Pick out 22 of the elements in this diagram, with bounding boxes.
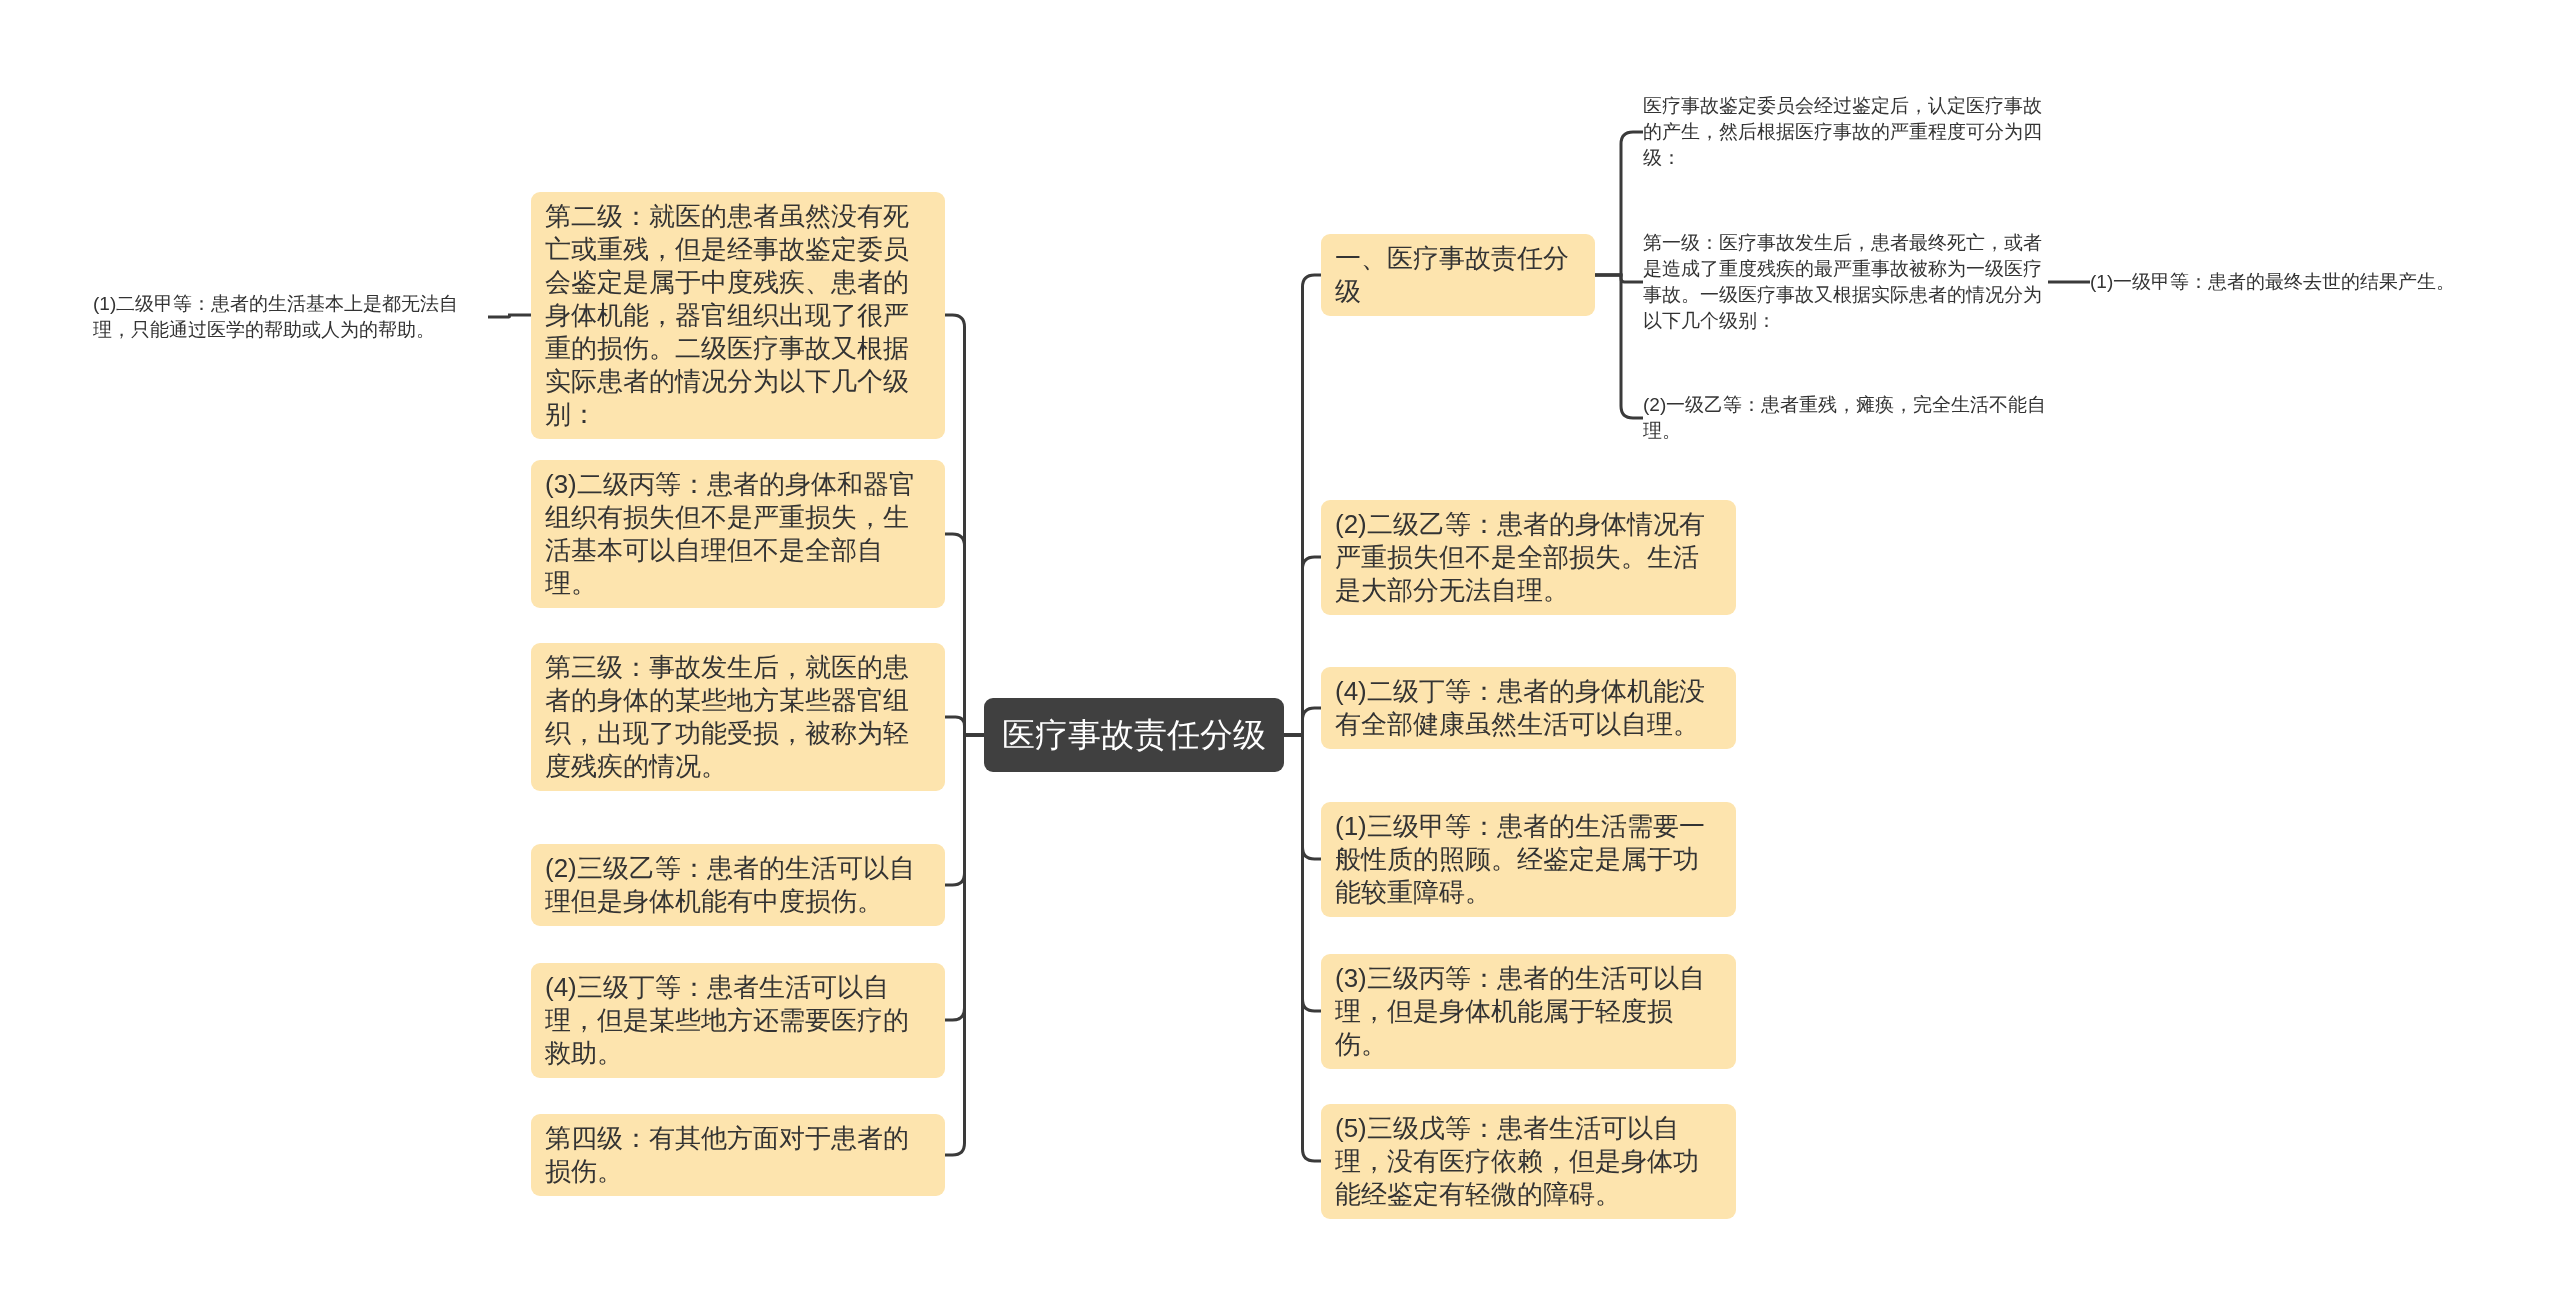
topic-text: 第一级：医疗事故发生后，患者最终死亡，或者是造成了重度残疾的最严重事故被称为一级医疗事故。一级医疗事故又根据实际患者的情况分为以下几个级别：	[1643, 231, 2043, 333]
central-topic: 医疗事故责任分级	[984, 698, 1284, 772]
connector-line	[1284, 733, 1321, 1163]
topic-box: 一、医疗事故责任分级	[1321, 234, 1595, 316]
topic-box: (3)三级丙等：患者的生活可以自理，但是身体机能属于轻度损伤。	[1321, 953, 1736, 1069]
topic-box: 第三级：事故发生后，就医的患者的身体的某些地方某些器官组织，出现了功能受损，被称为轻度残疾的情况。	[531, 643, 945, 791]
topic-box: (4)三级丁等：患者生活可以自理，但是某些地方还需要医疗的救助。	[531, 962, 945, 1078]
topic-box: (2)二级乙等：患者的身体情况有严重损失但不是全部损失。生活是大部分无法自理。	[1321, 499, 1736, 615]
topic-box: (4)二级丁等：患者的身体机能没有全部健康虽然生活可以自理。	[1321, 667, 1736, 749]
topic-text: 医疗事故鉴定委员会经过鉴定后，认定医疗事故的产生，然后根据医疗事故的严重程度可分为四级：	[1643, 94, 2043, 170]
topic-text: (1)一级甲等：患者的最终去世的结果产生。	[2090, 270, 2457, 294]
topic-text: (1)二级甲等：患者的生活基本上是都无法自理，只能通过医学的帮助或人为的帮助。	[93, 292, 460, 342]
connector-line	[945, 733, 984, 1157]
topic-box: 第四级：有其他方面对于患者的损伤。	[531, 1114, 945, 1196]
topic-box: (2)三级乙等：患者的生活可以自理但是身体机能有中度损伤。	[531, 844, 945, 926]
topic-box: 第二级：就医的患者虽然没有死亡或重残，但是经事故鉴定委员会鉴定是属于中度残疾、患者的身体机能，器官组织出现了很严重的损伤。二级医疗事故又根据实际患者的情况分为以下几个级别：	[531, 191, 945, 439]
topic-box: (1)三级甲等：患者的生活需要一般性质的照顾。经鉴定是属于功能较重障碍。	[1321, 801, 1736, 917]
topic-box: (3)二级丙等：患者的身体和器官组织有损失但不是严重损失，生活基本可以自理但不是全部自理。	[531, 460, 945, 608]
connector-line	[2048, 280, 2090, 284]
topic-box: (5)三级戊等：患者生活可以自理，没有医疗依赖，但是身体功能经鉴定有轻微的障碍。	[1321, 1103, 1736, 1219]
topic-text: (2)一级乙等：患者重残，瘫痪，完全生活不能自理。	[1643, 393, 2048, 443]
connector-line	[488, 313, 531, 319]
